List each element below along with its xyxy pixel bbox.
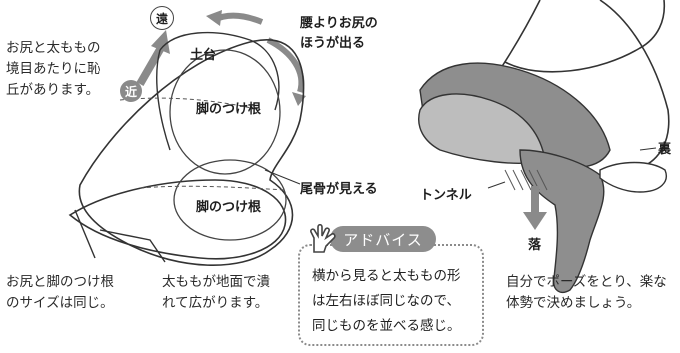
note-relaxed-pose: 自分でポーズをとり、楽な 体勢で決めましょう。 <box>506 274 667 311</box>
label-base: 土台 <box>190 48 217 63</box>
label-back: 裏 <box>658 142 672 157</box>
foot-line-2 <box>74 209 96 259</box>
shin <box>519 149 605 294</box>
leg-outline <box>78 39 305 267</box>
note-pubic-area: お尻と太ももの 境目あたりに恥 丘があります。 <box>6 40 101 98</box>
root-ellipse-lower <box>173 159 287 241</box>
curve-arrow-right-head <box>292 92 306 106</box>
arm-outline <box>504 0 666 73</box>
label-tunnel: トンネル <box>420 188 472 203</box>
base-left <box>156 49 171 151</box>
leader-tunnel <box>487 181 506 189</box>
label-coccyx: 尾骨が見える <box>300 182 378 197</box>
label-leg-root-upper: 脚のつけ根 <box>196 102 262 117</box>
leader-back <box>639 147 657 151</box>
label-leg-root-lower: 脚のつけ根 <box>196 200 262 215</box>
drop-arrow-shaft <box>531 186 539 214</box>
curve-arrow-top-head <box>206 10 222 26</box>
advice-box: 横から見ると太ももの形 は左右ほぼ同じなので、 同じものを並べる感じ。 <box>298 244 484 346</box>
note-size-same: お尻と脚のつけ根 のサイズは同じ。 <box>6 274 114 311</box>
label-drop: 落 <box>528 238 542 253</box>
base-top <box>159 31 280 111</box>
guide-dash-2 <box>139 185 286 191</box>
foot <box>599 161 667 193</box>
foot-line-1 <box>99 229 166 263</box>
root-ellipse-upper <box>169 49 281 175</box>
curve-arrow-right <box>266 37 305 93</box>
leg-outline-lower <box>68 179 287 260</box>
label-hip-protrudes: 腰よりお尻の ほうが出る <box>300 16 378 51</box>
depth-arrow-head <box>151 30 170 54</box>
leader-coccyx <box>264 169 301 185</box>
near-badge: 近 <box>120 80 142 102</box>
advice-banner: アドバイス <box>330 226 436 252</box>
drop-arrow-head <box>523 212 547 230</box>
depth-arrow-shaft <box>136 43 166 87</box>
guide-dash-1 <box>119 97 261 111</box>
note-thigh-spread: 太ももが地面で潰 れて広がります。 <box>162 274 270 311</box>
hand-pointing-icon <box>310 224 336 253</box>
advice-banner-label: アドバイス <box>343 230 423 249</box>
far-badge: 遠 <box>150 6 174 30</box>
advice-text: 横から見ると太ももの形 は左右ほぼ同じなので、 同じものを並べる感じ。 <box>312 268 461 334</box>
